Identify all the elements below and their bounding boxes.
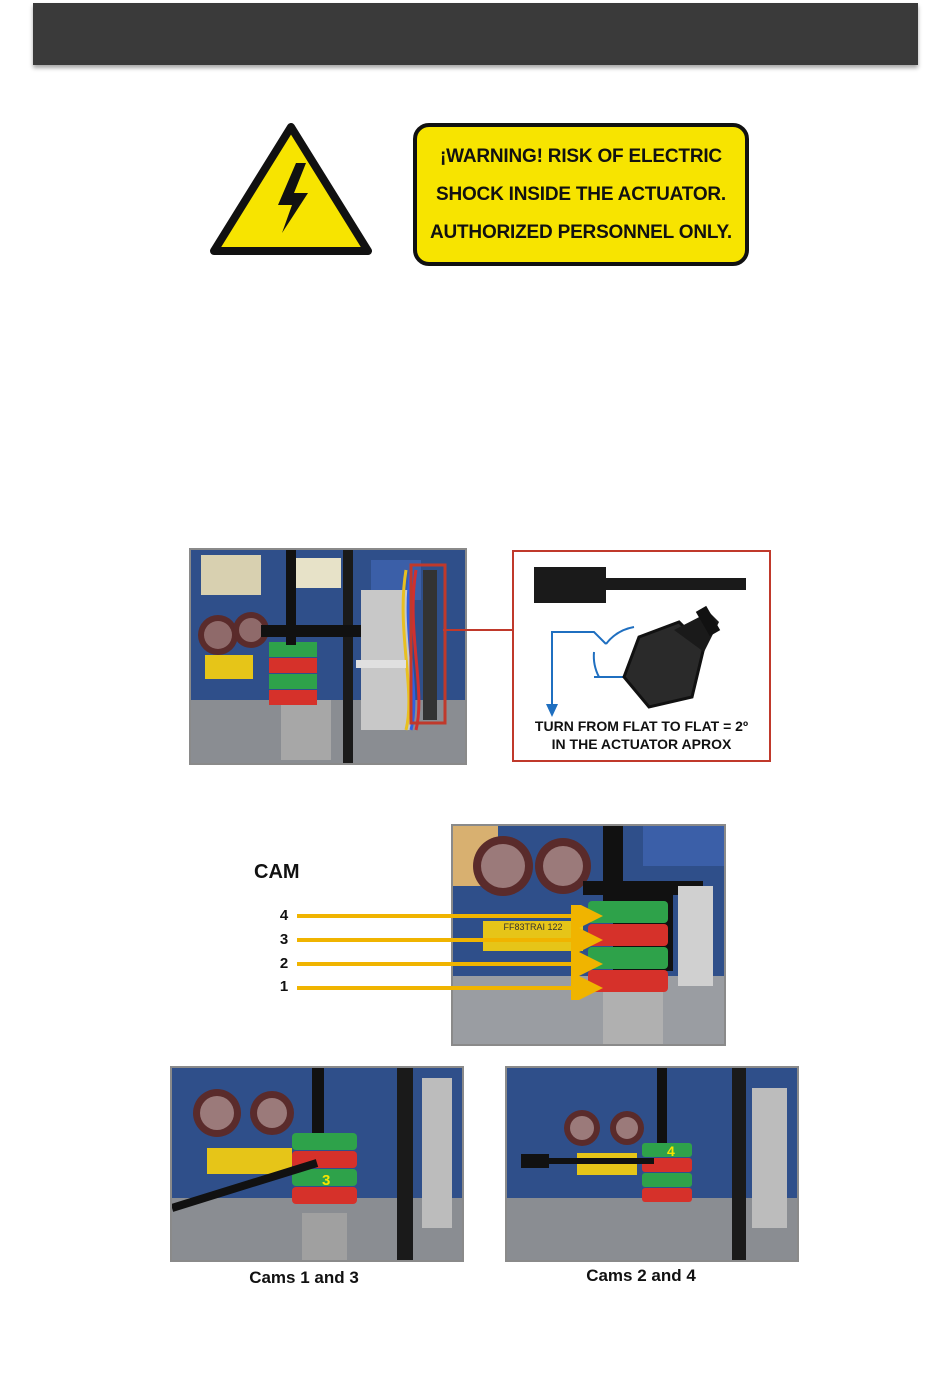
cams-1-and-3-photo: 3 xyxy=(170,1066,464,1262)
cam-mark-3: 3 xyxy=(322,1172,330,1189)
cam-arrows xyxy=(295,905,605,1000)
cam-mark-4: 4 xyxy=(667,1143,675,1159)
actuator-interior-photo xyxy=(189,548,467,765)
warning-line-1: ¡WARNING! RISK OF ELECTRIC xyxy=(440,138,722,176)
cam-number-2: 2 xyxy=(277,955,291,972)
hex-screwdriver-icon xyxy=(514,552,769,722)
caption-cams-1-and-3: Cams 1 and 3 xyxy=(170,1268,438,1288)
caption-cams-2-and-4: Cams 2 and 4 xyxy=(505,1266,777,1286)
header-bar xyxy=(33,3,918,65)
cam-number-1: 1 xyxy=(277,978,291,995)
warning-label: ¡WARNING! RISK OF ELECTRIC SHOCK INSIDE … xyxy=(413,123,749,266)
cams-2-and-4-photo: 4 xyxy=(505,1066,799,1262)
high-voltage-icon xyxy=(210,123,372,255)
callout-connector xyxy=(443,625,515,635)
cam-heading: CAM xyxy=(254,861,300,884)
tool-callout: TURN FROM FLAT TO FLAT = 2º IN THE ACTUA… xyxy=(512,550,771,762)
warning-line-3: AUTHORIZED PERSONNEL ONLY. xyxy=(430,214,732,252)
cam-number-3: 3 xyxy=(277,931,291,948)
cam-number-4: 4 xyxy=(277,907,291,924)
callout-text-line-2: IN THE ACTUATOR APROX xyxy=(514,736,769,752)
warning-line-2: SHOCK INSIDE THE ACTUATOR. xyxy=(436,176,726,214)
callout-text-line-1: TURN FROM FLAT TO FLAT = 2º xyxy=(514,718,769,734)
